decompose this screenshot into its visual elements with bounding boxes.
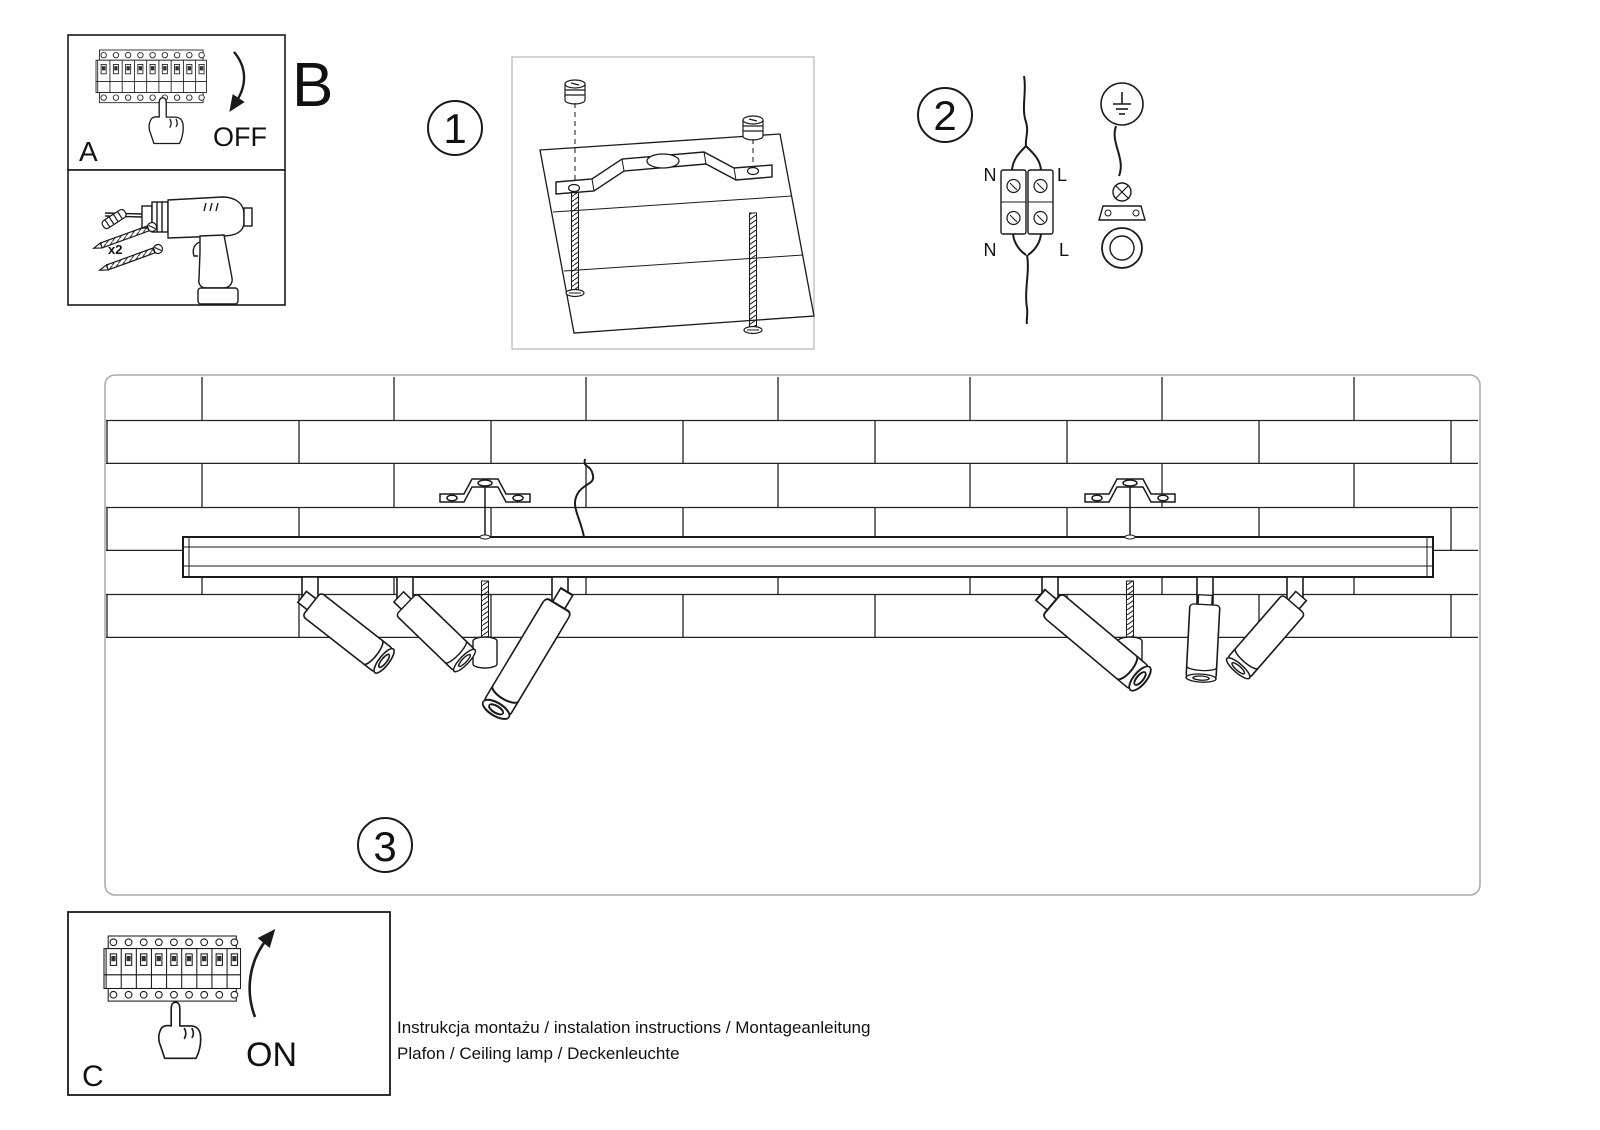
mounting-bracket xyxy=(555,151,773,195)
panel-c-label: C xyxy=(82,1060,104,1093)
ceiling-slab xyxy=(539,133,815,334)
section-b-label: B xyxy=(292,51,333,120)
tools-panel: x2 xyxy=(67,169,286,306)
on-label: ON xyxy=(246,1036,297,1074)
wire-l-label-top: L xyxy=(1057,165,1067,185)
ceiling-mount-illustration xyxy=(539,79,815,335)
step1-group: 1 xyxy=(427,56,815,350)
mounting-screw xyxy=(565,191,585,298)
power-on-panel: ON C xyxy=(67,911,391,1096)
breaker-panel-icon xyxy=(96,50,207,103)
footer-line2: Plafon / Ceiling lamp / Deckenleuchte xyxy=(397,1044,680,1063)
wall-anchor-icon xyxy=(564,79,586,105)
wire-n-label-top: N xyxy=(984,165,997,185)
breaker-panel-icon xyxy=(104,936,241,1001)
step3-number: 3 xyxy=(373,823,396,870)
main-illustration: 3 xyxy=(104,374,1481,896)
fixing-screw xyxy=(472,580,498,669)
panel-a-label: A xyxy=(79,136,98,167)
wire-l-label-bottom: L xyxy=(1059,240,1069,260)
arrow-up-icon xyxy=(248,928,276,1018)
footer-line1: Instrukcja montażu / instalation instruc… xyxy=(397,1018,870,1037)
wiring-diagram: N L N L xyxy=(984,75,1146,325)
anchor-count-label: x2 xyxy=(108,242,122,257)
wire-n-label-bottom: N xyxy=(984,240,997,260)
power-off-panel: OFF A xyxy=(67,34,286,171)
step1-badge xyxy=(427,100,483,156)
arrow-down-icon xyxy=(229,51,246,112)
mounting-screw xyxy=(743,212,763,335)
power-cable xyxy=(574,458,595,538)
brick-wall xyxy=(106,377,1478,638)
step2-badge xyxy=(917,87,973,143)
step2-number: 2 xyxy=(933,92,956,139)
wall-anchor-icon xyxy=(742,115,764,141)
step3-badge xyxy=(357,817,413,873)
earth-wire xyxy=(1113,125,1122,177)
step1-frame xyxy=(511,56,815,350)
cable-clamp xyxy=(1098,182,1146,269)
output-wire xyxy=(1025,254,1029,325)
terminal-block xyxy=(1000,169,1054,235)
supply-wire xyxy=(1022,75,1029,147)
track-bar xyxy=(182,534,1434,578)
step1-number: 1 xyxy=(443,105,466,152)
off-label: OFF xyxy=(213,122,267,152)
ground-symbol-icon xyxy=(1100,82,1144,126)
step2-group: 2 xyxy=(917,75,1146,325)
